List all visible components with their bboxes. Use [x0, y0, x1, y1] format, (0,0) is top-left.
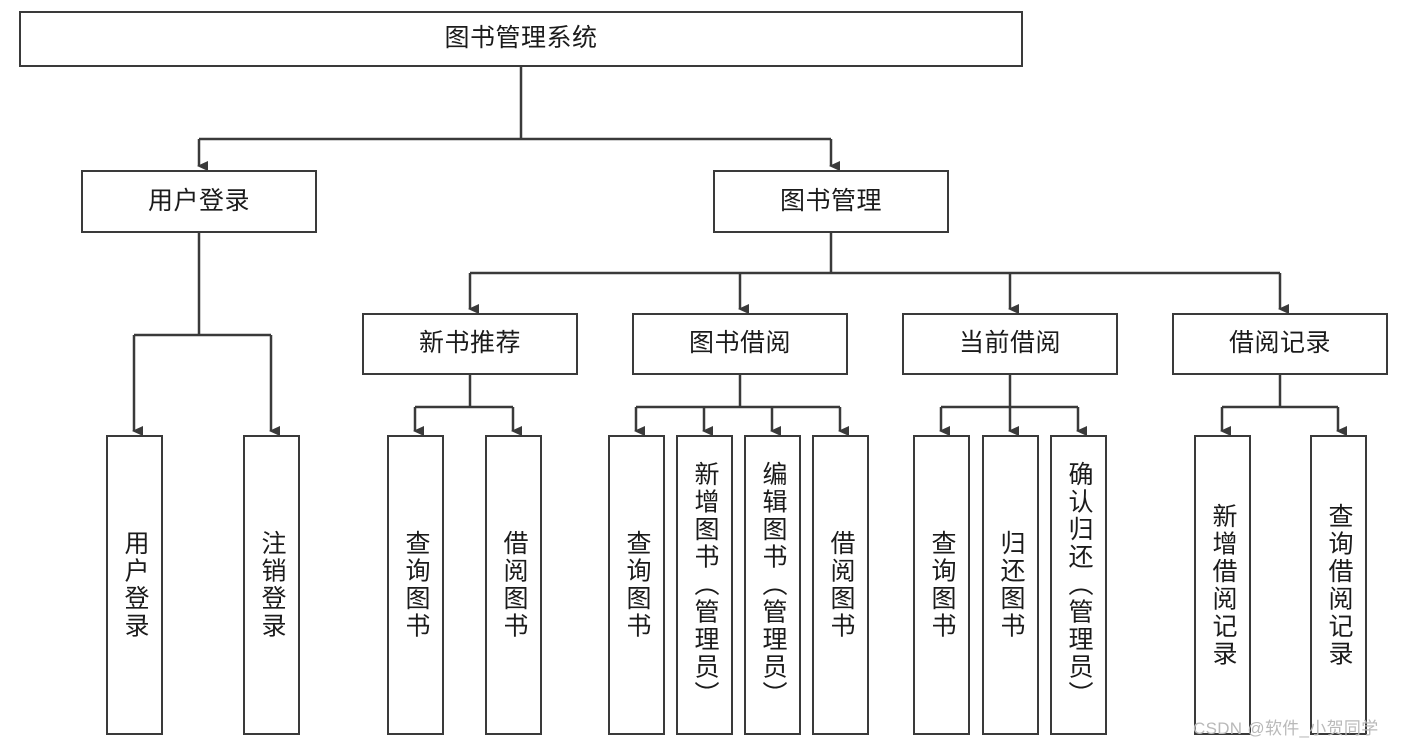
- node-leaf-cb-query-book[interactable]: 查询图书: [913, 435, 970, 735]
- node-label: 借阅图书: [827, 530, 855, 640]
- node-label: 查询图书: [402, 530, 430, 640]
- node-label: 新书推荐: [418, 329, 521, 358]
- node-leaf-bb-add-book-admin[interactable]: 新增图书（管理员）: [676, 435, 733, 735]
- node-book-management[interactable]: 图书管理: [713, 170, 949, 233]
- node-leaf-nbr-borrow-book[interactable]: 借阅图书: [485, 435, 542, 735]
- node-label: 归还图书: [997, 530, 1025, 640]
- node-label: 用户登录: [121, 530, 149, 640]
- node-label: 新增借阅记录: [1209, 502, 1237, 668]
- node-label: 当前借阅: [958, 329, 1061, 358]
- watermark-text: CSDN @软件_小贺同学: [1193, 719, 1379, 738]
- node-leaf-cb-confirm-return-admin[interactable]: 确认归还（管理员）: [1050, 435, 1107, 735]
- node-label: 借阅图书: [500, 530, 528, 640]
- node-label: 编辑图书（管理员）: [759, 461, 787, 709]
- node-leaf-logout[interactable]: 注销登录: [243, 435, 300, 735]
- node-leaf-bb-edit-book-admin[interactable]: 编辑图书（管理员）: [744, 435, 801, 735]
- node-user-login[interactable]: 用户登录: [81, 170, 317, 233]
- node-leaf-bb-query-book[interactable]: 查询图书: [608, 435, 665, 735]
- node-leaf-bb-borrow-book[interactable]: 借阅图书: [812, 435, 869, 735]
- node-label: 查询借阅记录: [1325, 502, 1353, 668]
- node-leaf-nbr-query-book[interactable]: 查询图书: [387, 435, 444, 735]
- node-label: 图书管理: [779, 186, 882, 215]
- node-label: 新增图书（管理员）: [691, 461, 719, 709]
- node-book-management-system[interactable]: 图书管理系统: [19, 11, 1023, 67]
- node-new-book-recommend[interactable]: 新书推荐: [362, 313, 578, 375]
- node-label: 图书管理系统: [444, 24, 598, 53]
- node-label: 查询图书: [623, 530, 651, 640]
- node-book-borrow[interactable]: 图书借阅: [632, 313, 848, 375]
- node-label: 图书借阅: [688, 329, 791, 358]
- node-label: 借阅记录: [1228, 329, 1331, 358]
- node-label: 查询图书: [928, 530, 956, 640]
- node-label: 用户登录: [147, 186, 250, 215]
- node-leaf-cb-return-book[interactable]: 归还图书: [982, 435, 1039, 735]
- node-current-borrow[interactable]: 当前借阅: [902, 313, 1118, 375]
- node-borrow-record[interactable]: 借阅记录: [1172, 313, 1388, 375]
- node-leaf-br-query-record[interactable]: 查询借阅记录: [1310, 435, 1367, 735]
- node-leaf-user-login[interactable]: 用户登录: [106, 435, 163, 735]
- node-label: 确认归还（管理员）: [1065, 461, 1093, 709]
- node-label: 注销登录: [258, 530, 286, 640]
- node-leaf-br-add-record[interactable]: 新增借阅记录: [1194, 435, 1251, 735]
